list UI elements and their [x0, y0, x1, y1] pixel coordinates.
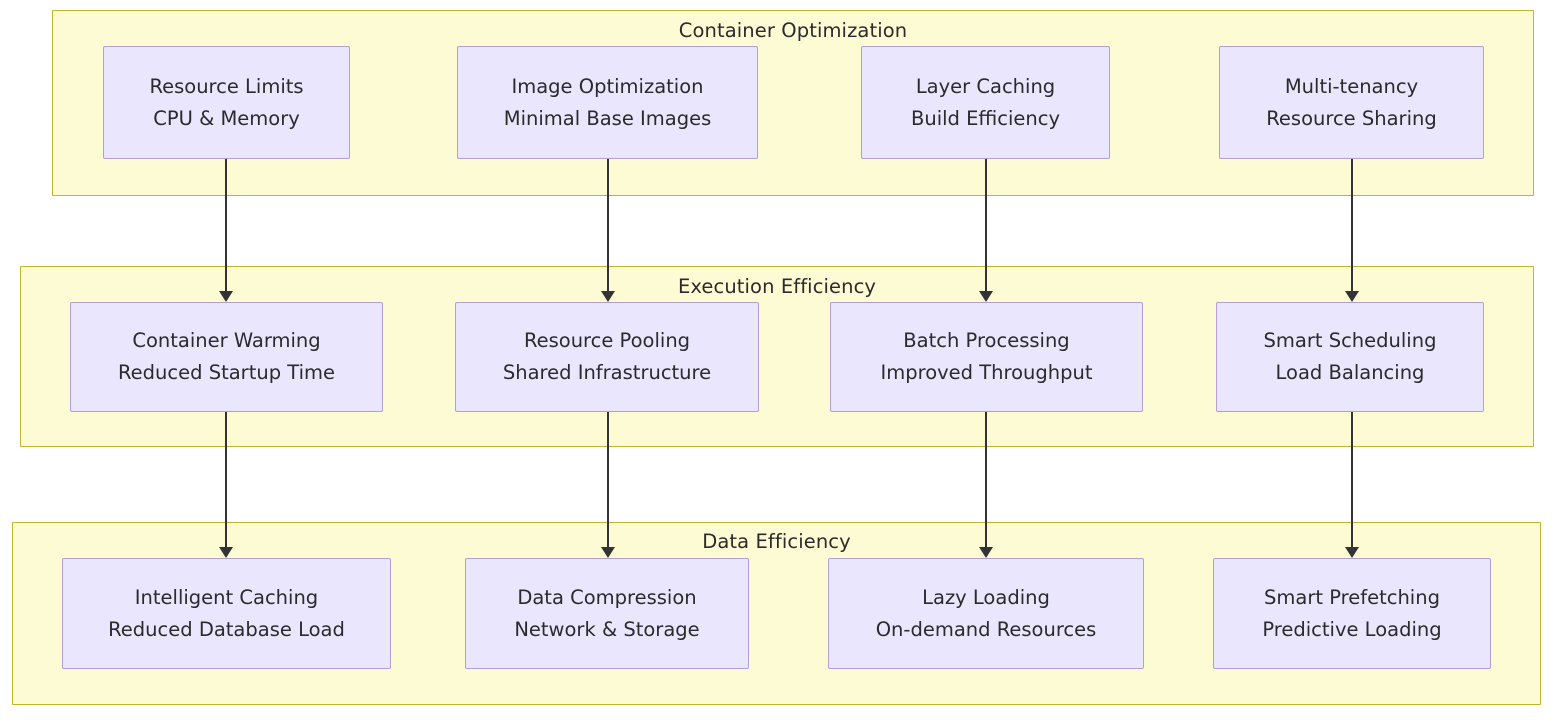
cluster-title-container-optimization: Container Optimization — [678, 19, 908, 42]
cluster-title-execution-efficiency: Execution Efficiency — [677, 275, 877, 298]
node-label-secondary: Network & Storage — [514, 617, 700, 641]
node-label-primary: Lazy Loading — [922, 585, 1050, 609]
node-label-primary: Container Warming — [132, 329, 321, 353]
node-label-primary: Resource Pooling — [523, 329, 691, 353]
node-label-secondary: Minimal Base Images — [503, 106, 712, 130]
node-label-primary: Image Optimization — [511, 74, 704, 98]
node-label-primary: Smart Scheduling — [1263, 329, 1437, 353]
node-label-secondary: Predictive Loading — [1262, 617, 1442, 641]
node-label-primary: Multi-tenancy — [1284, 74, 1419, 98]
node-label-secondary: CPU & Memory — [153, 106, 300, 130]
node-label-secondary: Resource Sharing — [1266, 106, 1437, 130]
node-label-secondary: Load Balancing — [1275, 361, 1425, 384]
node-label-primary: Layer Caching — [915, 74, 1056, 98]
node-label-primary: Intelligent Caching — [134, 585, 319, 609]
node-label-primary: Data Compression — [517, 585, 697, 609]
node-label-primary: Smart Prefetching — [1264, 585, 1440, 609]
node-label-primary: Batch Processing — [903, 329, 1070, 353]
node-label-secondary: On-demand Resources — [875, 617, 1097, 641]
node-label-secondary: Shared Infrastructure — [502, 361, 712, 384]
node-label-secondary: Improved Throughput — [880, 361, 1093, 384]
node-label-secondary: Build Efficiency — [910, 106, 1061, 130]
node-label-secondary: Reduced Startup Time — [118, 361, 335, 384]
cluster-title-data-efficiency: Data Efficiency — [702, 530, 851, 553]
node-label-primary: Resource Limits — [149, 74, 304, 98]
node-label-secondary: Reduced Database Load — [108, 617, 345, 641]
